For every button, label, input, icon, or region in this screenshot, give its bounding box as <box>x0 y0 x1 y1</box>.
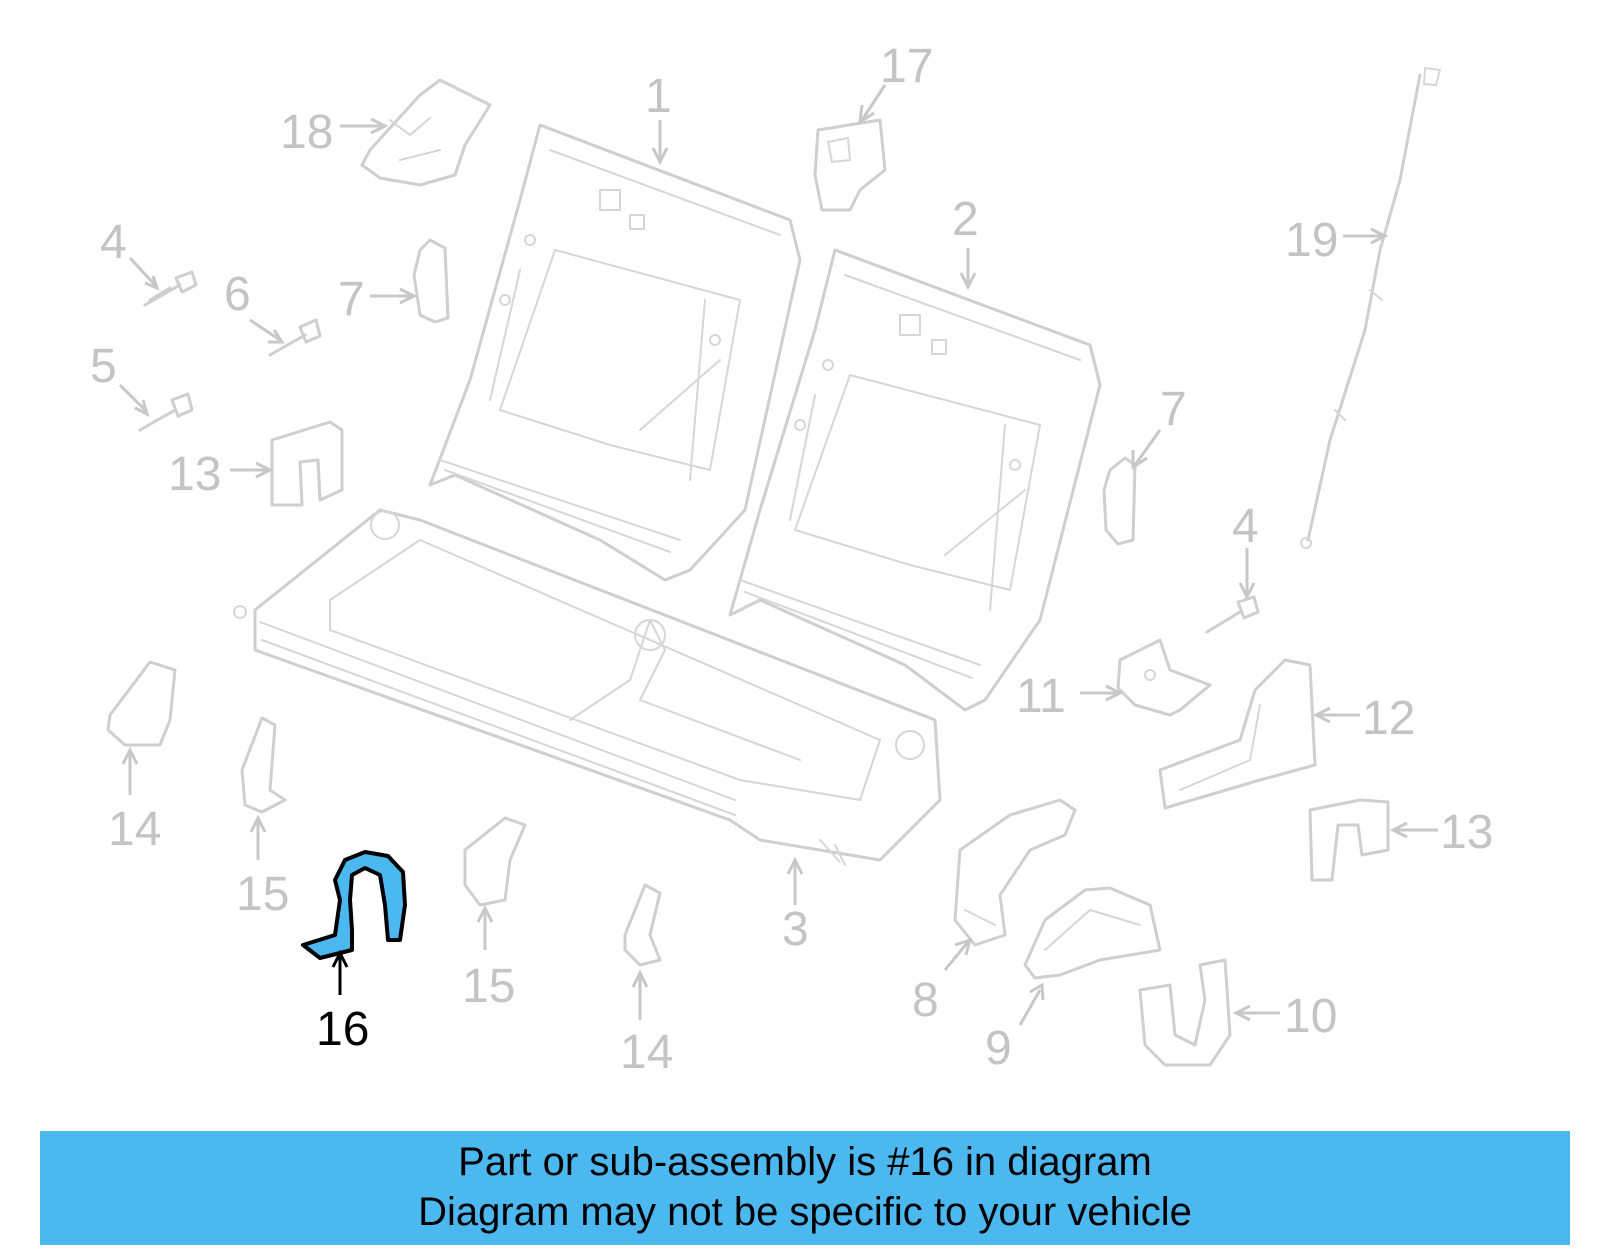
part-2-right-seatback-frame[interactable] <box>728 248 1102 712</box>
part-13-cover-left[interactable] <box>270 420 344 507</box>
callout-15-center: 15 <box>462 960 515 1013</box>
callout-10: 10 <box>1284 990 1337 1043</box>
part-14-piece-left[interactable] <box>106 660 177 747</box>
callout-8: 8 <box>912 974 939 1027</box>
part-4-bolt-right[interactable] <box>1205 595 1260 634</box>
part-6-bolt[interactable] <box>268 318 322 357</box>
callout-12: 12 <box>1362 692 1415 745</box>
callout-18: 18 <box>280 106 333 159</box>
callout-16-highlighted: 16 <box>316 1003 369 1056</box>
callout-15-left: 15 <box>236 868 289 921</box>
part-18-hinge[interactable] <box>360 78 492 187</box>
part-5-bolt[interactable] <box>138 392 194 432</box>
callout-14-left: 14 <box>108 803 161 856</box>
part-7-bracket-left[interactable] <box>412 238 450 324</box>
callout-1: 1 <box>645 70 672 123</box>
part-4-bolt-left[interactable] <box>143 270 198 307</box>
callout-7-left: 7 <box>338 273 365 326</box>
part-15-piece-center[interactable] <box>463 816 527 907</box>
part-8-bracket[interactable] <box>953 798 1077 947</box>
callout-4-right: 4 <box>1232 500 1259 553</box>
callout-9: 9 <box>985 1022 1012 1075</box>
callout-4-left: 4 <box>100 216 127 269</box>
part-9-housing[interactable] <box>1023 886 1162 980</box>
part-19-release-cable[interactable] <box>1300 67 1441 549</box>
callout-11: 11 <box>1016 670 1066 723</box>
callout-labels: 1 2 3 4 4 5 6 7 7 8 9 10 11 12 13 13 14 … <box>90 40 1493 1079</box>
callout-7-right: 7 <box>1160 383 1187 436</box>
part-7-bracket-right[interactable] <box>1102 456 1137 546</box>
callout-13-right: 13 <box>1440 806 1493 859</box>
banner-line-part-number: Part or sub-assembly is #16 in diagram <box>458 1140 1152 1184</box>
part-13-cover-right[interactable] <box>1308 798 1390 882</box>
part-17-latch[interactable] <box>813 118 887 212</box>
info-banner: Part or sub-assembly is #16 in diagram D… <box>40 1131 1570 1245</box>
callout-6: 6 <box>224 268 251 321</box>
part-3-seat-cushion-frame[interactable] <box>233 508 942 866</box>
callout-5: 5 <box>90 340 117 393</box>
part-10-cover[interactable] <box>1138 958 1232 1067</box>
part-11-bracket[interactable] <box>1116 638 1212 717</box>
callout-17: 17 <box>880 40 933 93</box>
parts-diagram: 1 2 3 4 4 5 6 7 7 8 9 10 11 12 13 13 14 … <box>90 40 1493 1079</box>
part-15-piece-left[interactable] <box>240 716 287 814</box>
callout-19: 19 <box>1285 214 1338 267</box>
callout-3: 3 <box>782 903 809 956</box>
leader-lines <box>118 84 1438 1026</box>
callout-2: 2 <box>952 193 979 246</box>
part-1-left-seatback-frame[interactable] <box>428 123 802 582</box>
banner-line-disclaimer: Diagram may not be specific to your vehi… <box>418 1190 1192 1234</box>
part-16-clip-highlighted[interactable] <box>301 850 407 960</box>
callout-13-left: 13 <box>168 448 221 501</box>
part-14-piece-center[interactable] <box>623 883 662 967</box>
part-12-side-cover[interactable] <box>1158 658 1317 810</box>
callout-14-center: 14 <box>620 1026 673 1079</box>
